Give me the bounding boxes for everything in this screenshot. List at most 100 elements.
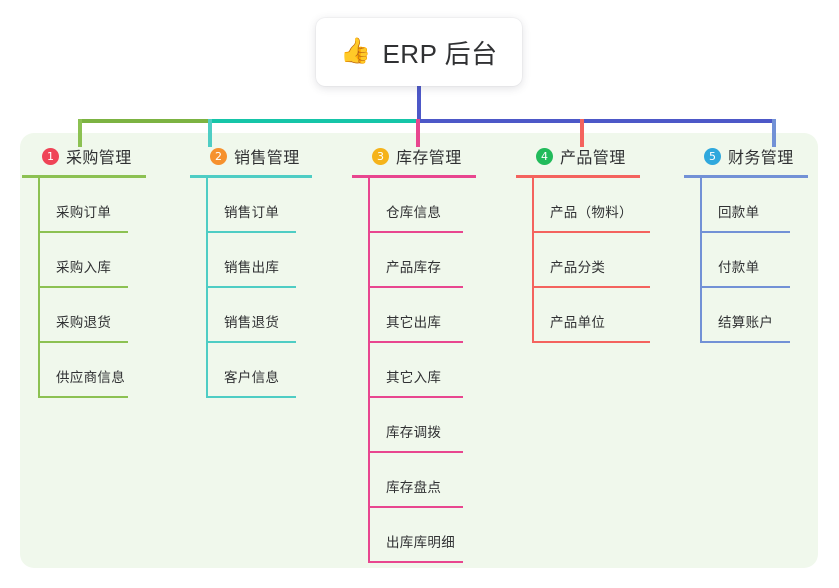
list-item[interactable]: 其它出库: [368, 288, 476, 343]
branch-spine-2: [206, 178, 208, 398]
list-item[interactable]: 结算账户: [700, 288, 808, 343]
list-item[interactable]: 采购订单: [38, 178, 146, 233]
list-item-label: 采购入库: [56, 260, 112, 275]
list-item-rule: [38, 286, 128, 288]
list-item-rule: [700, 286, 790, 288]
list-item-label: 仓库信息: [386, 205, 442, 220]
list-item-label: 采购退货: [56, 315, 112, 330]
list-item-label: 产品（物料）: [550, 205, 633, 220]
root-node-content: 👍 ERP 后台: [340, 34, 497, 71]
branch-drop-5: [772, 119, 776, 147]
branch-header-5[interactable]: 5 财务管理: [684, 144, 808, 168]
list-item-label: 销售出库: [224, 260, 280, 275]
branch-underline-1: [22, 175, 146, 178]
branch-number-badge-3: 3: [372, 147, 389, 165]
list-item-rule: [368, 506, 463, 508]
list-item-label: 产品库存: [386, 260, 442, 275]
branch-column-5: 5 财务管理 回款单 付款单 结算账户: [684, 144, 808, 343]
list-item-rule: [368, 396, 463, 398]
branch-column-2: 2 销售管理 销售订单 销售出库 销售退货 客户信息: [190, 144, 312, 398]
list-item-label: 结算账户: [718, 315, 774, 330]
branch-column-3: 3 库存管理 仓库信息 产品库存 其它出库 其它入库 库存调拨: [352, 144, 476, 563]
list-item[interactable]: 产品库存: [368, 233, 476, 288]
branch-underline-2: [190, 175, 312, 178]
branch-number-badge-2: 2: [210, 147, 227, 165]
branch-body-1: 采购订单 采购入库 采购退货 供应商信息: [22, 178, 146, 398]
branch-number-badge-1: 1: [42, 147, 59, 165]
list-item[interactable]: 库存调拨: [368, 398, 476, 453]
branch-spine-3: [368, 178, 370, 563]
branch-spine-5: [700, 178, 702, 343]
branches-background-panel: [20, 133, 818, 568]
bus-segment-right: [418, 119, 776, 123]
list-item[interactable]: 产品分类: [532, 233, 650, 288]
list-item[interactable]: 出库库明细: [368, 508, 476, 563]
list-item-label: 出库库明细: [386, 535, 455, 550]
list-item-rule: [368, 341, 463, 343]
list-item-label: 客户信息: [224, 370, 280, 385]
branch-column-1: 1 采购管理 采购订单 采购入库 采购退货 供应商信息: [22, 144, 146, 398]
list-item[interactable]: 产品（物料）: [532, 178, 650, 233]
list-item[interactable]: 采购入库: [38, 233, 146, 288]
list-item[interactable]: 客户信息: [206, 343, 312, 398]
bus-segment-middle: [210, 119, 420, 123]
branch-drop-1: [78, 119, 82, 147]
list-item[interactable]: 付款单: [700, 233, 808, 288]
list-item[interactable]: 销售退货: [206, 288, 312, 343]
list-item[interactable]: 回款单: [700, 178, 808, 233]
list-item-rule: [206, 341, 296, 343]
branch-number-badge-4: 4: [536, 147, 553, 165]
list-item-rule: [368, 561, 463, 563]
list-item-rule: [700, 341, 790, 343]
list-item[interactable]: 销售订单: [206, 178, 312, 233]
root-node[interactable]: 👍 ERP 后台: [316, 18, 522, 86]
branch-title-2: 销售管理: [234, 150, 300, 167]
list-item-label: 其它入库: [386, 370, 442, 385]
list-item-rule: [368, 286, 463, 288]
branch-number-badge-5: 5: [704, 147, 721, 165]
branch-header-3[interactable]: 3 库存管理: [352, 144, 476, 168]
list-item-rule: [206, 396, 296, 398]
thumbs-up-icon: 👍: [340, 36, 372, 65]
list-item-rule: [38, 396, 128, 398]
root-node-title: ERP 后台: [382, 38, 498, 69]
branch-body-5: 回款单 付款单 结算账户: [684, 178, 808, 343]
branch-title-1: 采购管理: [66, 150, 132, 167]
branch-underline-4: [516, 175, 640, 178]
list-item[interactable]: 库存盘点: [368, 453, 476, 508]
list-item[interactable]: 仓库信息: [368, 178, 476, 233]
list-item[interactable]: 产品单位: [532, 288, 650, 343]
list-item-label: 销售退货: [224, 315, 280, 330]
branch-spine-4: [532, 178, 534, 343]
branch-column-4: 4 产品管理 产品（物料） 产品分类 产品单位: [516, 144, 650, 343]
list-item-label: 回款单: [718, 205, 760, 220]
branch-title-5: 财务管理: [728, 150, 794, 167]
branch-header-4[interactable]: 4 产品管理: [516, 144, 640, 168]
branch-header-2[interactable]: 2 销售管理: [190, 144, 312, 168]
list-item-rule: [38, 341, 128, 343]
list-item-rule: [532, 286, 650, 288]
list-item-label: 产品分类: [550, 260, 606, 275]
list-item[interactable]: 供应商信息: [38, 343, 146, 398]
branch-spine-1: [38, 178, 40, 398]
branch-drop-4: [580, 119, 584, 147]
list-item-label: 销售订单: [224, 205, 280, 220]
list-item-label: 库存盘点: [386, 480, 442, 495]
list-item-rule: [700, 231, 790, 233]
list-item-label: 其它出库: [386, 315, 442, 330]
bus-segment-left: [78, 119, 212, 123]
list-item-label: 库存调拨: [386, 425, 442, 440]
branch-header-1[interactable]: 1 采购管理: [22, 144, 146, 168]
list-item-rule: [368, 451, 463, 453]
branch-underline-3: [352, 175, 476, 178]
branch-body-4: 产品（物料） 产品分类 产品单位: [516, 178, 650, 343]
branch-underline-5: [684, 175, 808, 178]
branch-body-2: 销售订单 销售出库 销售退货 客户信息: [190, 178, 312, 398]
list-item[interactable]: 采购退货: [38, 288, 146, 343]
list-item-rule: [206, 231, 296, 233]
list-item-rule: [206, 286, 296, 288]
list-item-label: 付款单: [718, 260, 760, 275]
list-item[interactable]: 销售出库: [206, 233, 312, 288]
list-item[interactable]: 其它入库: [368, 343, 476, 398]
